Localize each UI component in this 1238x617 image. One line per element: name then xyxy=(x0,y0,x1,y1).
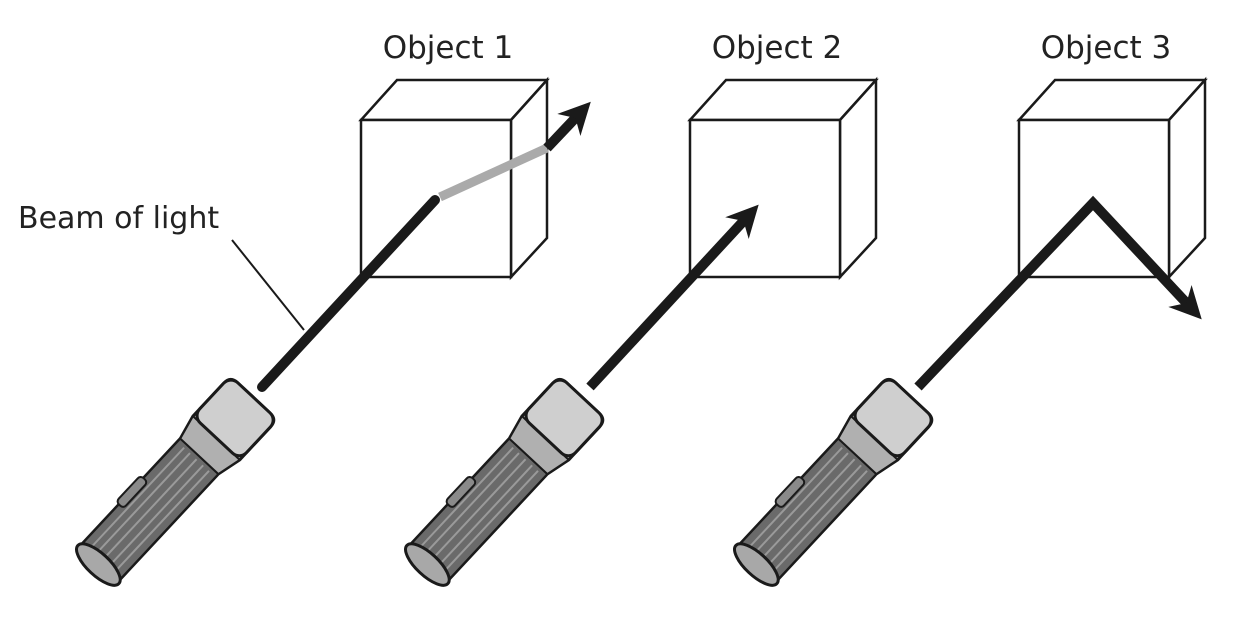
beam-3-reflected-arrow xyxy=(914,195,1202,391)
beam-1-transmitted xyxy=(438,143,549,202)
beam-label-leader-line xyxy=(231,239,305,331)
beam-2-arrow xyxy=(586,204,759,391)
beam-1-incident xyxy=(257,195,440,392)
flashlight-2-icon xyxy=(394,374,608,596)
beam-1-exit-arrow xyxy=(543,101,591,152)
object-2-title: Object 2 xyxy=(712,30,843,66)
beam-label: Beam of light xyxy=(18,201,219,236)
flashlight-1-icon xyxy=(65,374,279,596)
flashlight-3-icon xyxy=(723,374,937,596)
object-3-title: Object 3 xyxy=(1041,30,1172,66)
object-1-title: Object 1 xyxy=(383,30,514,66)
